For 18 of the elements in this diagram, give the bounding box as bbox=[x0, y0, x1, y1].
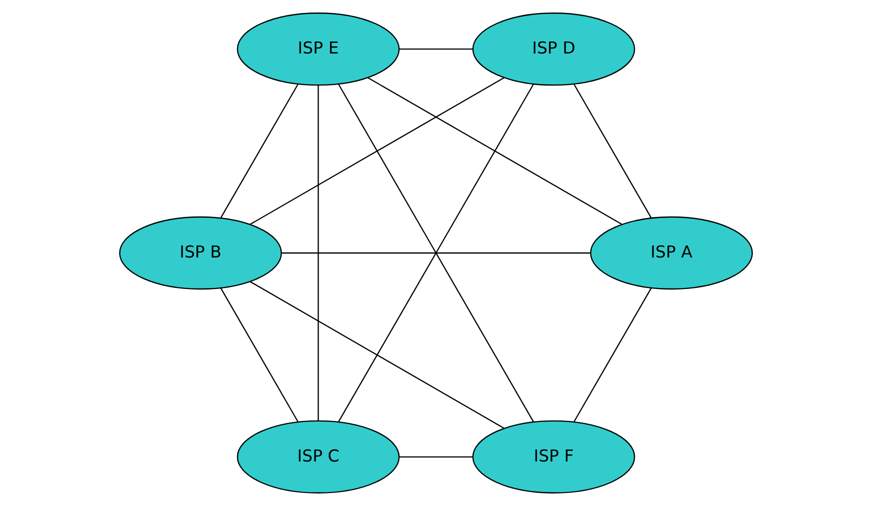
connector bbox=[250, 77, 504, 225]
connector bbox=[318, 85, 319, 421]
connector bbox=[368, 77, 622, 225]
connector bbox=[573, 84, 652, 218]
node-ellipse: ISP C bbox=[236, 420, 400, 494]
connector bbox=[220, 288, 299, 422]
node-ellipse: ISP F bbox=[472, 420, 636, 494]
node-ellipse: ISP E bbox=[236, 12, 400, 86]
node-ellipse: ISP B bbox=[119, 216, 282, 290]
node-ellipse: ISP D bbox=[472, 12, 636, 86]
node-ellipse: ISP A bbox=[590, 216, 753, 290]
connector bbox=[338, 84, 534, 422]
connector bbox=[282, 252, 590, 254]
connector bbox=[399, 48, 473, 50]
connector bbox=[399, 456, 473, 458]
connector bbox=[573, 288, 652, 422]
connector bbox=[220, 84, 299, 218]
connector bbox=[250, 281, 504, 429]
